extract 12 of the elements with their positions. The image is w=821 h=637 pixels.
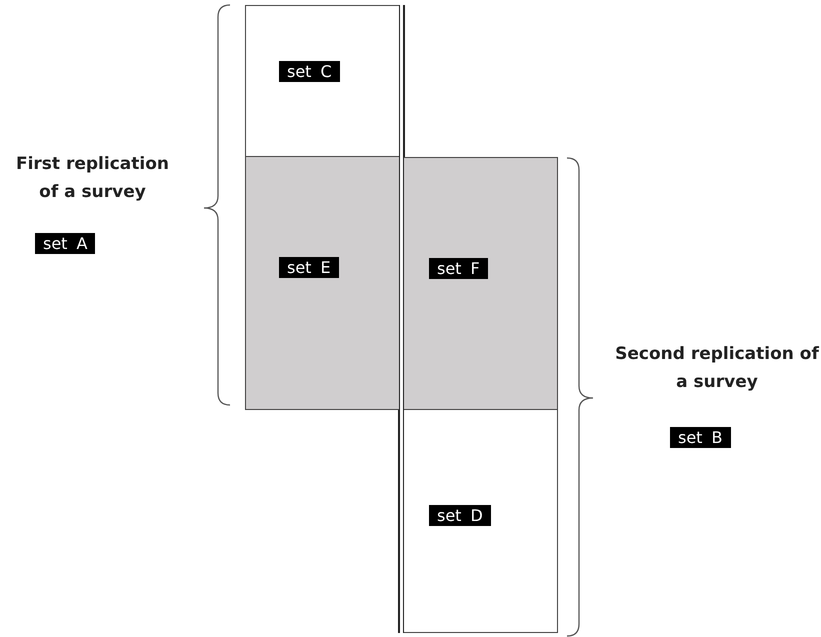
set-label: set A <box>35 233 96 254</box>
set-label: set C <box>279 61 340 82</box>
description-text: First replication of a survey <box>14 153 170 204</box>
set-label: set F <box>429 258 488 279</box>
region-box <box>245 157 399 410</box>
description-text: Second replication of a survey <box>614 343 820 394</box>
region-box <box>404 410 558 633</box>
set-label: set E <box>279 257 339 278</box>
set-label: set D <box>429 505 491 526</box>
set-label: set B <box>670 427 731 448</box>
region-box <box>404 157 558 410</box>
region-box <box>245 5 399 157</box>
